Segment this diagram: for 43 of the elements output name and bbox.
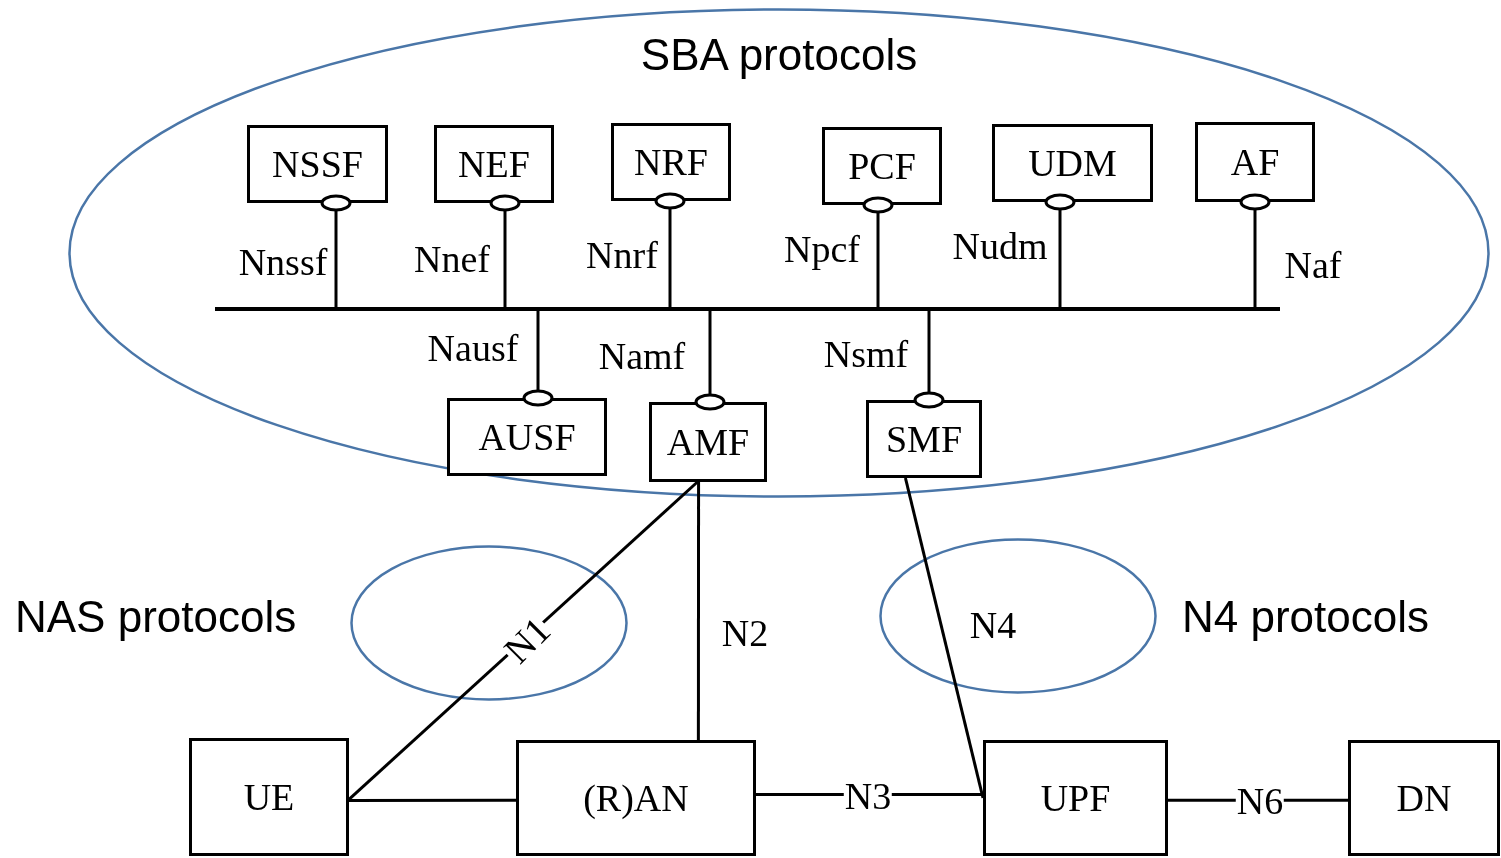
function-box (1195, 122, 1315, 202)
function-box (822, 127, 942, 205)
group-title: SBA protocols (640, 30, 918, 80)
interface-line (489, 194, 521, 309)
function-box (1348, 740, 1500, 856)
interface-line (913, 309, 945, 409)
interface-line (654, 192, 686, 309)
interface-line (1239, 193, 1271, 309)
box-label: UDM (1028, 141, 1117, 185)
box-label: AMF (666, 420, 750, 464)
connector-line (696, 482, 701, 740)
interface-line (1044, 193, 1076, 309)
function-box (247, 125, 388, 203)
function-box (516, 740, 756, 856)
connector-line (348, 480, 699, 801)
protocol-label: NAS protocols (15, 592, 297, 642)
box-label: UPF (1040, 776, 1111, 820)
interface-line (694, 309, 726, 411)
function-box (611, 123, 731, 201)
box-label: AF (1230, 140, 1280, 184)
function-box (434, 125, 554, 203)
interface-line (522, 309, 554, 407)
box-label: (R)AN (583, 776, 689, 820)
box-label: NSSF (272, 142, 363, 186)
box-label: NRF (634, 140, 708, 184)
box-label: PCF (848, 144, 916, 188)
protocol-label: N4 protocols (1182, 592, 1429, 642)
box-label: DN (1396, 776, 1452, 820)
function-box (983, 740, 1168, 856)
protocol-ellipse (68, 8, 1490, 498)
box-label: SMF (885, 417, 963, 461)
function-box (649, 402, 767, 482)
function-box (189, 738, 349, 856)
function-box (992, 124, 1153, 202)
box-label: AUSF (478, 415, 576, 459)
box-label: NEF (458, 142, 530, 186)
interface-line (320, 194, 352, 309)
box-label: UE (243, 775, 295, 819)
function-box (866, 400, 982, 478)
connector-line (349, 798, 516, 803)
connector-line (904, 477, 985, 799)
interface-line (862, 196, 894, 309)
function-box (447, 398, 607, 476)
